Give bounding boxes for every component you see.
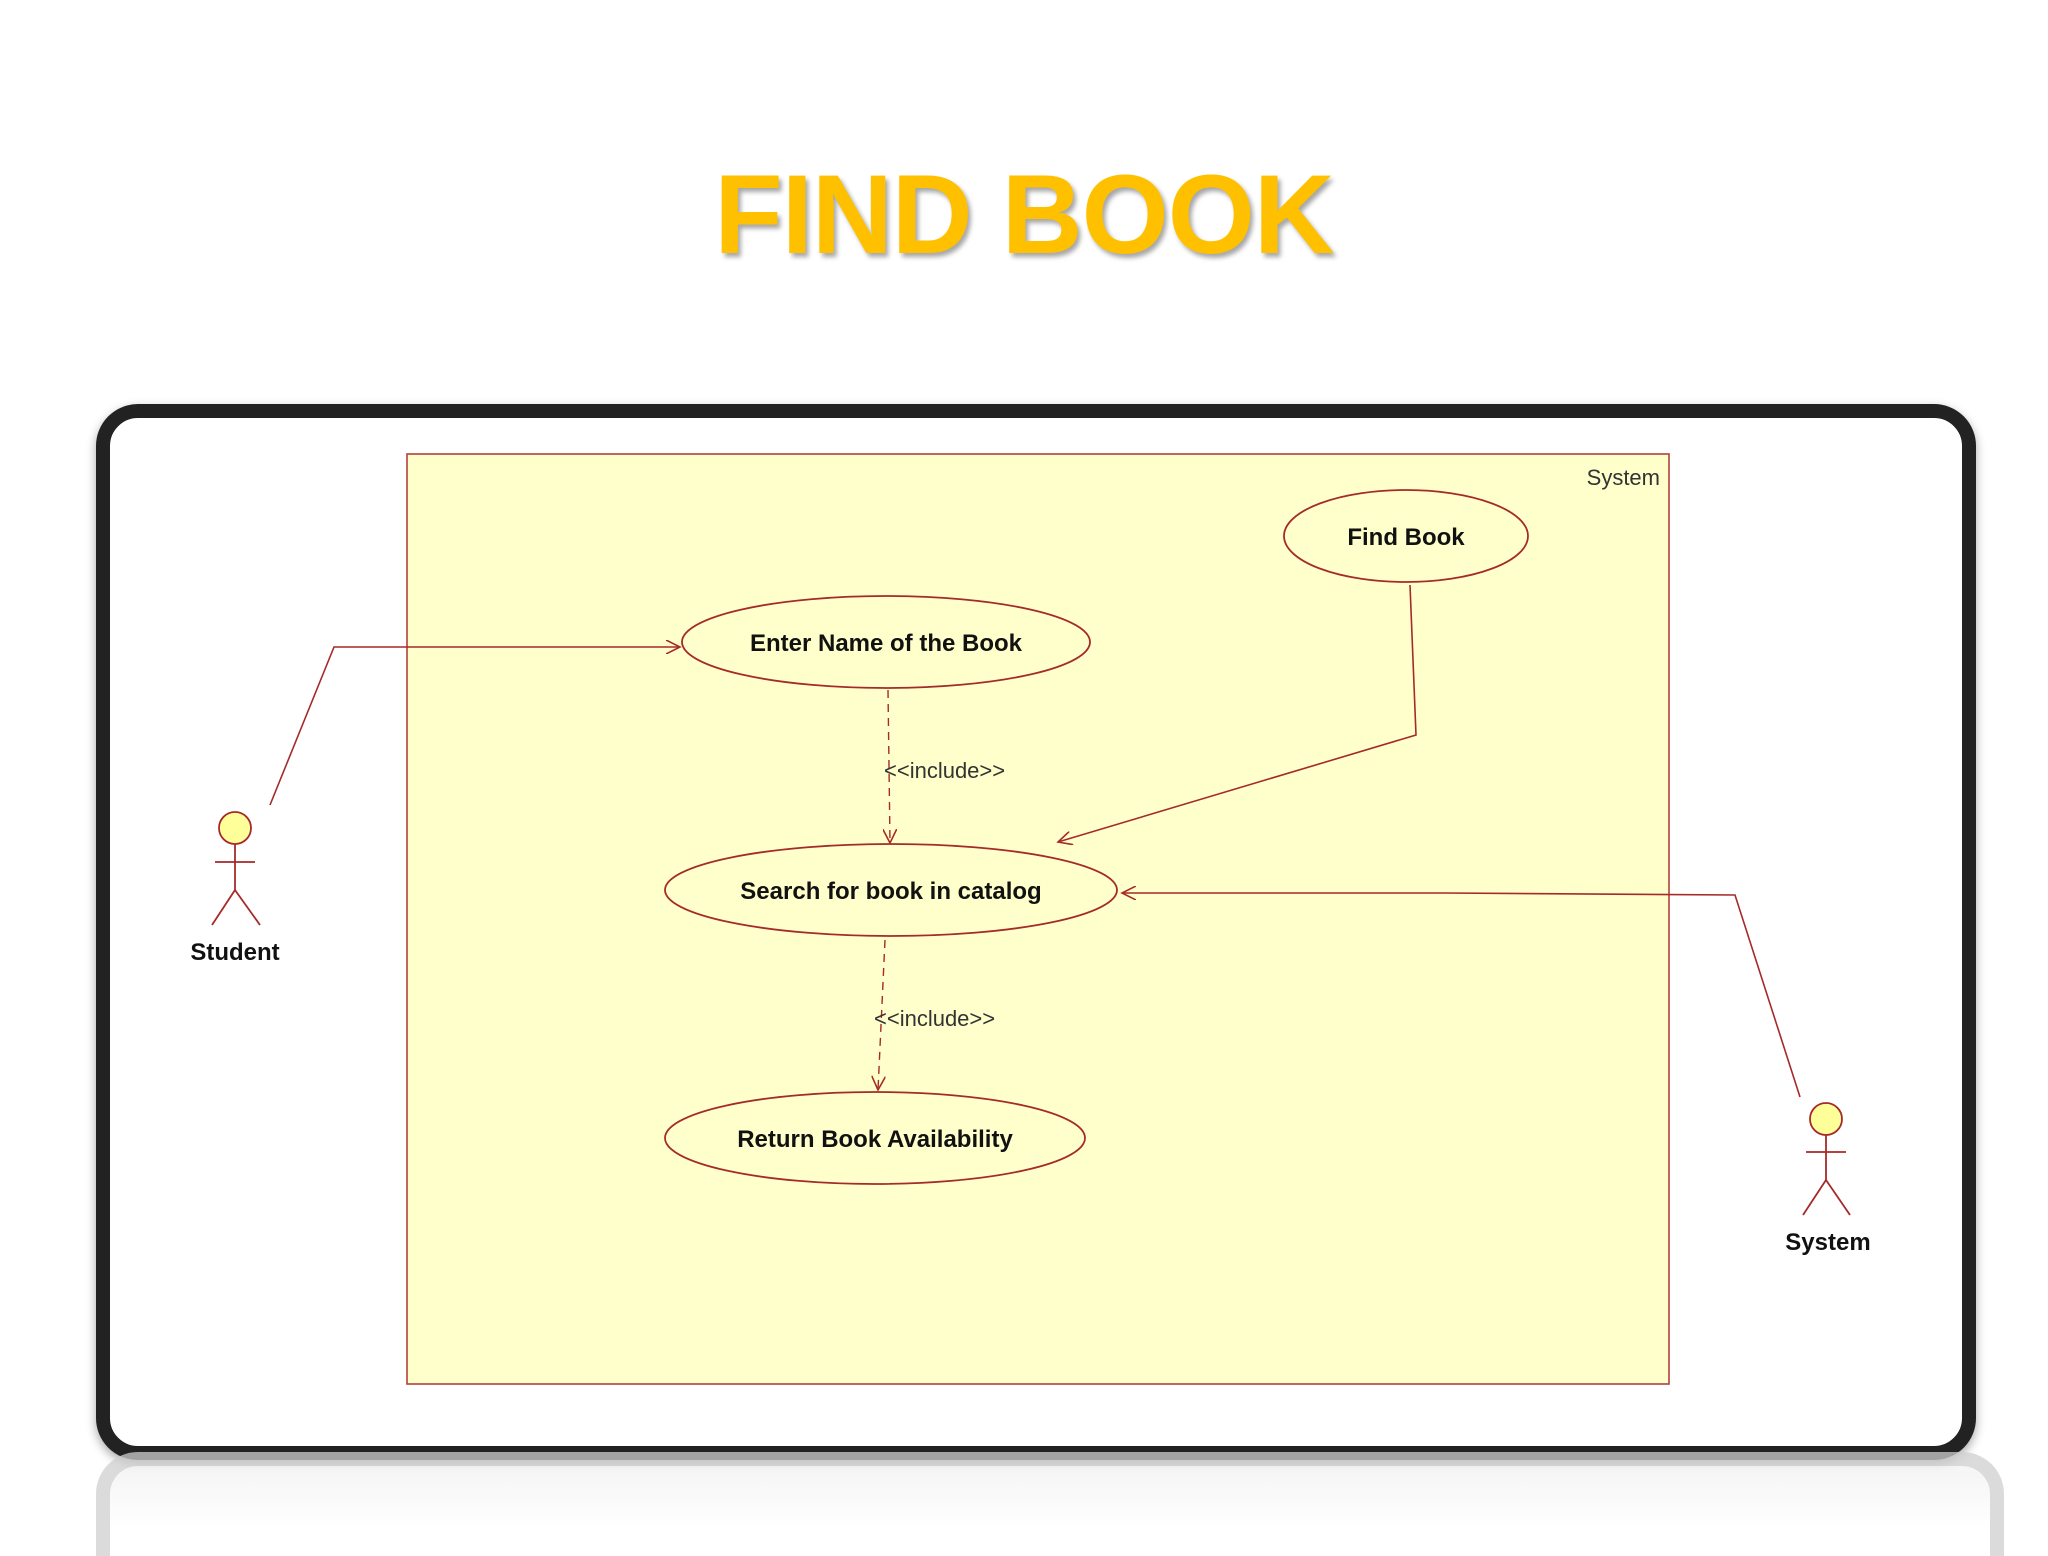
association-student-enter-name (269, 647, 680, 806)
use-case-search-catalog-label: Search for book in catalog (740, 878, 1041, 905)
actor-system-head-icon (1809, 1102, 1843, 1136)
use-case-return-availability-label: Return Book Availability (737, 1126, 1013, 1153)
include-label-2: <<include>> (874, 1006, 995, 1031)
use-case-search-catalog: Search for book in catalog (664, 843, 1118, 937)
actor-student (211, 811, 261, 926)
use-case-return-availability: Return Book Availability (664, 1091, 1086, 1185)
slide-title: FIND BOOK (714, 152, 1334, 277)
system-boundary-label: System (1587, 465, 1660, 490)
actor-student-head-icon (218, 811, 252, 845)
actor-system (1802, 1102, 1851, 1216)
use-case-find-book-label: Find Book (1347, 524, 1465, 551)
use-case-enter-name-label: Enter Name of the Book (750, 630, 1023, 657)
use-case-find-book: Find Book (1283, 489, 1529, 583)
association-system-search (1122, 893, 1801, 1098)
include-arrow-search-to-return (878, 939, 886, 1090)
actor-system-label: System (1785, 1229, 1870, 1256)
association-find-book-search (1058, 584, 1417, 842)
use-case-enter-name: Enter Name of the Book (681, 595, 1091, 689)
include-arrow-enter-to-search (888, 689, 890, 843)
actor-student-label: Student (190, 939, 279, 966)
include-label-1: <<include>> (884, 758, 1005, 783)
